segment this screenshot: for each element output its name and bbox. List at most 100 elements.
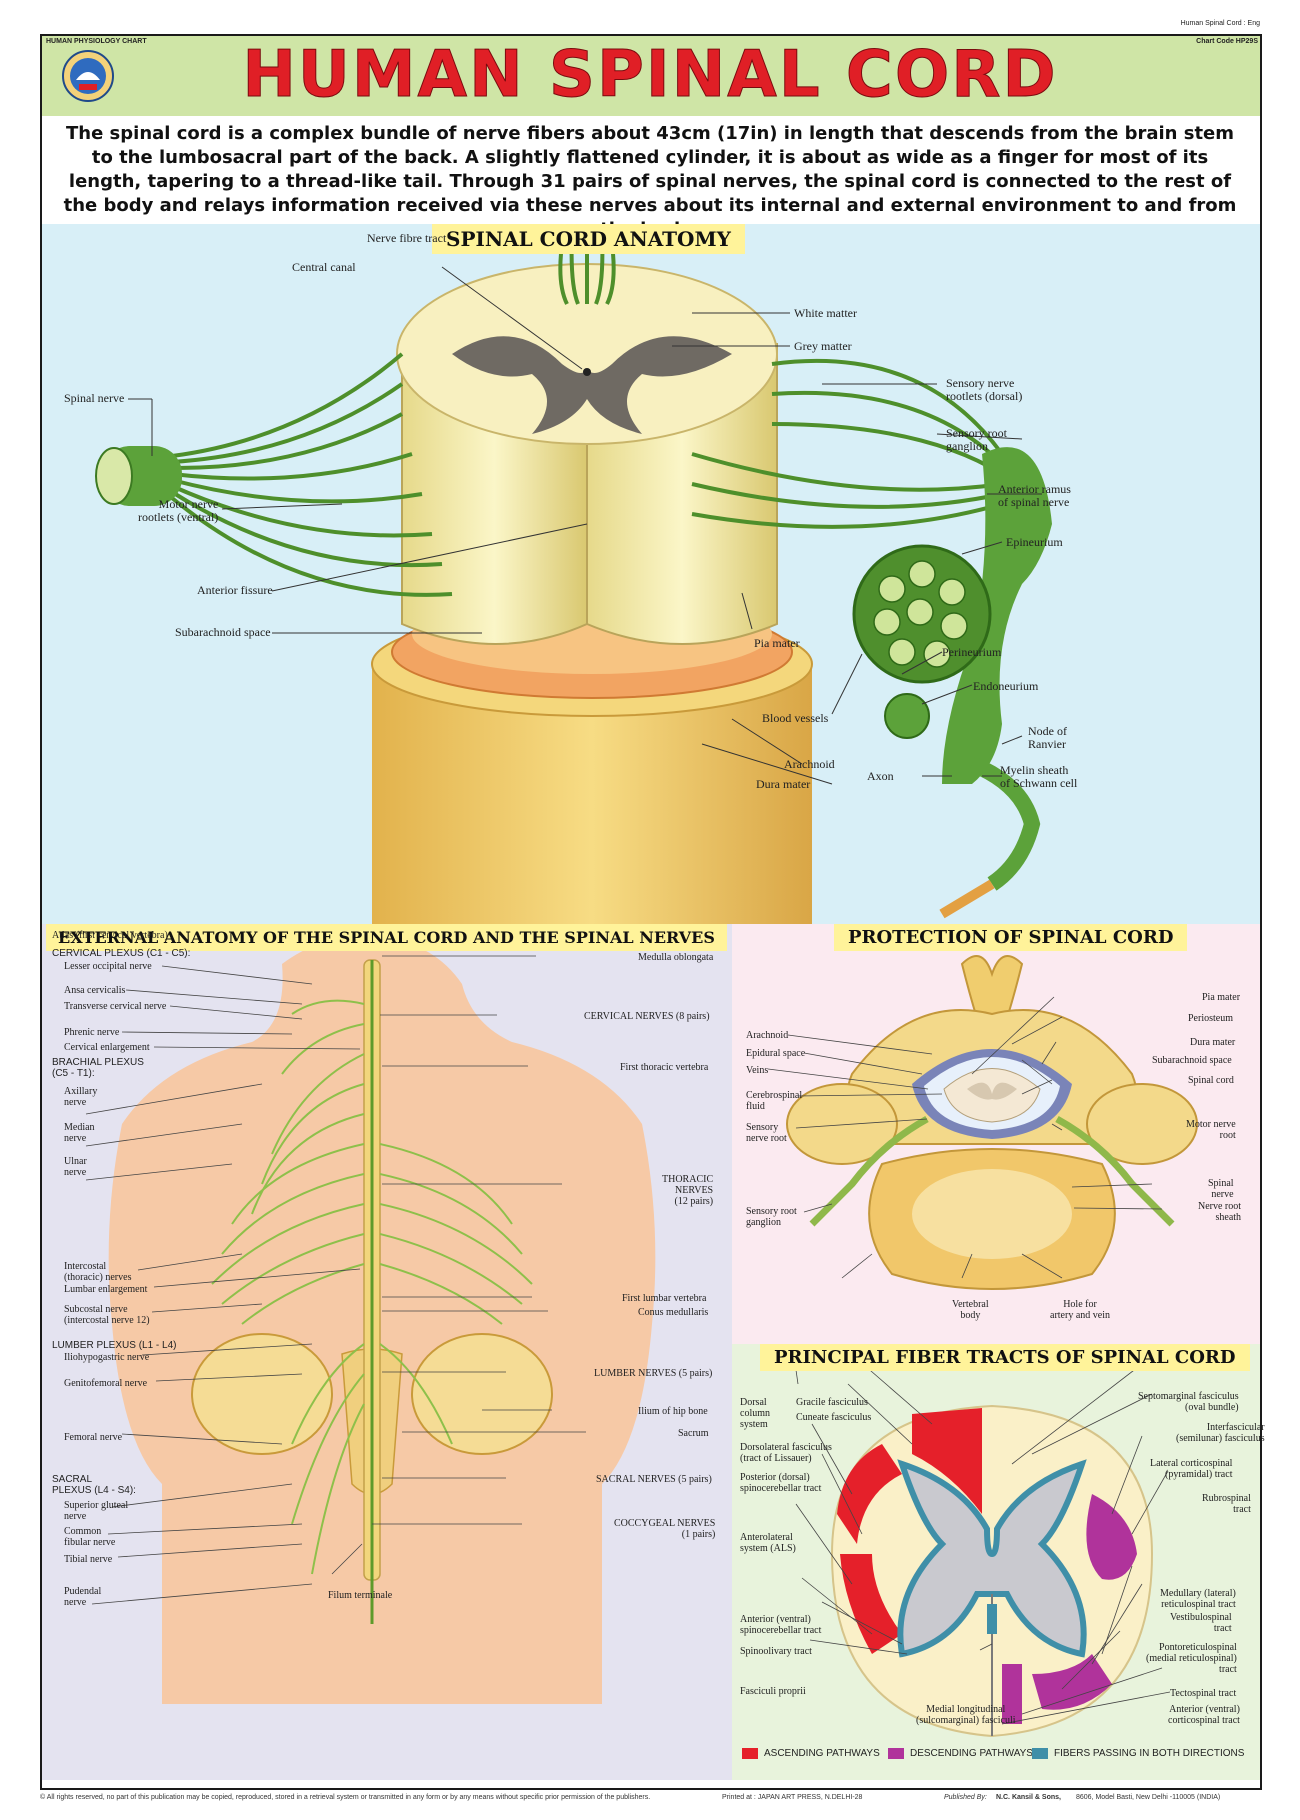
- label-cervical-plexus: CERVICAL PLEXUS (C1 - C5):: [52, 948, 191, 959]
- label-medulla-oblongata: Medulla oblongata: [638, 952, 714, 963]
- label-prot-spinal-cord: Spinal cord: [1188, 1075, 1234, 1086]
- back-illustration: [85, 934, 656, 1704]
- label-epineurium: Epineurium: [1006, 535, 1063, 549]
- intro-text: The spinal cord is a complex bundle of n…: [63, 123, 1237, 240]
- label-motor-nerve-root: Motor nerve root: [1186, 1119, 1236, 1141]
- spinal-nerve-branches: [211, 999, 533, 1575]
- fiber-tract-illustration: [793, 1355, 1171, 1738]
- label-veins: Veins: [746, 1065, 769, 1076]
- label-tectospinal: Tectospinal tract: [1170, 1688, 1237, 1699]
- label-sensory-nerve-root: Sensory nerve root: [746, 1122, 787, 1144]
- label-first-lumbar: First lumbar vertebra: [622, 1293, 707, 1304]
- label-dura-mater: Dura mater: [756, 777, 811, 791]
- label-interfascicular: Interfascicular (semilunar) fasciculus: [1176, 1422, 1265, 1444]
- label-perineurium: Perineurium: [942, 645, 1002, 659]
- legend-descending: DESCENDING PATHWAYS: [910, 1748, 1033, 1759]
- label-nerve-fibre-tract: Nerve fibre tract: [367, 231, 447, 245]
- label-intercostal: Intercostal (thoracic) nerves: [64, 1261, 132, 1283]
- label-prot-spinal-nerve: Spinal nerve: [1208, 1178, 1234, 1200]
- label-sacrum: Sacrum: [678, 1428, 709, 1439]
- label-anterior-ramus: Anterior ramus of spinal nerve: [998, 482, 1071, 509]
- anatomy-illustration: [95, 228, 1052, 924]
- external-panel: EXTERNAL ANATOMY OF THE SPINAL CORD AND …: [42, 924, 732, 1780]
- label-anterior-corticospinal: Anterior (ventral) corticospinal tract: [1168, 1704, 1240, 1726]
- label-motor-rootlets: Motor nerve rootlets (ventral): [138, 497, 219, 524]
- label-arachnoid: Arachnoid: [784, 757, 835, 771]
- legend-swatch-both: [1032, 1748, 1048, 1759]
- legend-both: FIBERS PASSING IN BOTH DIRECTIONS: [1054, 1748, 1245, 1759]
- label-lumber-nerves: LUMBER NERVES (5 pairs): [594, 1368, 713, 1379]
- label-myelin-sheath: Myelin sheath of Schwann cell: [1000, 763, 1078, 790]
- label-subcostal: Subcostal nerve (intercostal nerve 12): [64, 1304, 150, 1326]
- label-sensory-ganglion: Sensory root ganglion: [946, 426, 1007, 453]
- header-band: [42, 36, 1260, 116]
- label-grey-matter: Grey matter: [794, 339, 852, 353]
- footer-published-by: Published By:: [944, 1794, 987, 1801]
- anatomy-panel: SPINAL CORD ANATOMY Nerve fibre tract Ce…: [42, 224, 1260, 924]
- label-lateral-corticospinal: Lateral corticospinal (pyramidal) tract: [1150, 1458, 1233, 1480]
- label-sacral-plexus: SACRAL PLEXUS (L4 - S4):: [52, 1474, 136, 1496]
- label-ulnar: Ulnar nerve: [64, 1156, 87, 1178]
- fiber-section-title: PRINCIPAL FIBER TRACTS OF SPINAL CORD: [760, 1344, 1250, 1371]
- label-dorsolateral: Dorsolateral fasciculus (tract of Lissau…: [740, 1442, 832, 1464]
- label-anterolateral: Anterolateral system (ALS): [740, 1532, 796, 1554]
- label-epidural-space: Epidural space: [746, 1048, 806, 1059]
- label-endoneurium: Endoneurium: [973, 679, 1039, 693]
- label-lumber-plexus: LUMBER PLEXUS (L1 - L4): [52, 1340, 177, 1351]
- label-lumbar-enlargement: Lumbar enlargement: [64, 1284, 148, 1295]
- vertebra-illustration: [767, 955, 1198, 1290]
- label-medullary-reticulospinal: Medullary (lateral) reticulospinal tract: [1160, 1588, 1236, 1610]
- label-sensory-rootlets: Sensory nerve rootlets (dorsal): [946, 376, 1023, 403]
- label-nerve-root-sheath: Nerve root sheath: [1198, 1201, 1242, 1223]
- label-gracile: Gracile fasciculus: [796, 1397, 868, 1408]
- footer-address: 8606, Model Basti, New Delhi -110005 (IN…: [1076, 1794, 1221, 1801]
- footer-printer: Printed at : JAPAN ART PRESS, N.DELHI-28: [722, 1794, 863, 1801]
- label-iliohypogastric: Iliohypogastric nerve: [64, 1352, 150, 1363]
- fiber-panel: PRINCIPAL FIBER TRACTS OF SPINAL CORD Do…: [732, 1344, 1265, 1780]
- label-thoracic-nerves: THORACIC NERVES (12 pairs): [662, 1174, 714, 1207]
- legend-ascending: ASCENDING PATHWAYS: [764, 1748, 880, 1759]
- label-central-canal: Central canal: [292, 260, 356, 274]
- label-prot-dura: Dura mater: [1190, 1037, 1236, 1048]
- label-sacral-nerves: SACRAL NERVES (5 pairs): [596, 1474, 712, 1485]
- label-prot-arachnoid: Arachnoid: [746, 1030, 789, 1041]
- label-axon: Axon: [867, 769, 894, 783]
- label-cervical-nerves: CERVICAL NERVES (8 pairs): [584, 1011, 710, 1022]
- label-pia-mater: Pia mater: [754, 636, 800, 650]
- label-lesser-occipital: Lesser occipital nerve: [64, 961, 152, 972]
- label-prot-subarachnoid: Subarachnoid space: [1152, 1055, 1232, 1066]
- label-ansa-cervicalis: Ansa cervicalis: [64, 985, 126, 996]
- chart-frame: [40, 34, 1262, 1790]
- label-coccygeal-nerves: COCCYGEAL NERVES (1 pairs): [614, 1518, 716, 1540]
- kansil-logo: [62, 50, 114, 102]
- label-cervical-enlargement: Cervical enlargement: [64, 1042, 150, 1053]
- label-posterior-spinocerebellar: Posterior (dorsal) spinocerebellar tract: [740, 1472, 822, 1494]
- label-node-of-ranvier: Node of Ranvier: [1028, 724, 1067, 751]
- label-spinoolivary: Spinoolivary tract: [740, 1646, 812, 1657]
- label-conus-medullaris: Conus medullaris: [638, 1307, 709, 1318]
- chart-name: Human Spinal Cord : Eng: [1180, 20, 1260, 27]
- label-medial-longitudinal: Medial longitudinal (sulcomarginal) fasc…: [916, 1704, 1016, 1726]
- label-fasciculi-proprii: Fasciculi proprii: [740, 1686, 806, 1697]
- label-filum-terminale: Filum terminale: [328, 1590, 393, 1601]
- label-prot-sensory-ganglion: Sensory root ganglion: [746, 1206, 797, 1228]
- label-femoral: Femoral nerve: [64, 1432, 123, 1443]
- label-axillary: Axillary nerve: [64, 1086, 98, 1108]
- label-prot-pia: Pia mater: [1202, 992, 1241, 1003]
- label-vertebral-body: Vertebral body: [952, 1299, 989, 1321]
- label-spinal-nerve: Spinal nerve: [64, 391, 125, 405]
- legend-swatch-ascending: [742, 1748, 758, 1759]
- protection-section-title: PROTECTION OF SPINAL CORD: [834, 924, 1188, 951]
- label-atlas: Atlas (first cervical vertebra): [52, 930, 168, 941]
- label-cuneate: Cuneate fasciculus: [796, 1412, 872, 1423]
- label-pontoreticulospinal: Pontoreticulospinal (medial reticulospin…: [1146, 1642, 1237, 1675]
- label-csf: Cerebrospinal fluid: [746, 1090, 803, 1112]
- chart-code: Chart Code HP29S: [1196, 38, 1258, 45]
- label-septomarginal: Septomarginal fasciculus (oval bundle): [1138, 1391, 1239, 1413]
- label-transverse-cervical: Transverse cervical nerve: [64, 1001, 167, 1012]
- series-label: HUMAN PHYSIOLOGY CHART: [46, 38, 147, 45]
- label-subarachnoid-space: Subarachnoid space: [175, 625, 271, 639]
- label-pudendal: Pudendal nerve: [64, 1586, 102, 1608]
- label-genitofemoral: Genitofemoral nerve: [64, 1378, 148, 1389]
- label-dorsal-column: Dorsal column system: [740, 1397, 770, 1430]
